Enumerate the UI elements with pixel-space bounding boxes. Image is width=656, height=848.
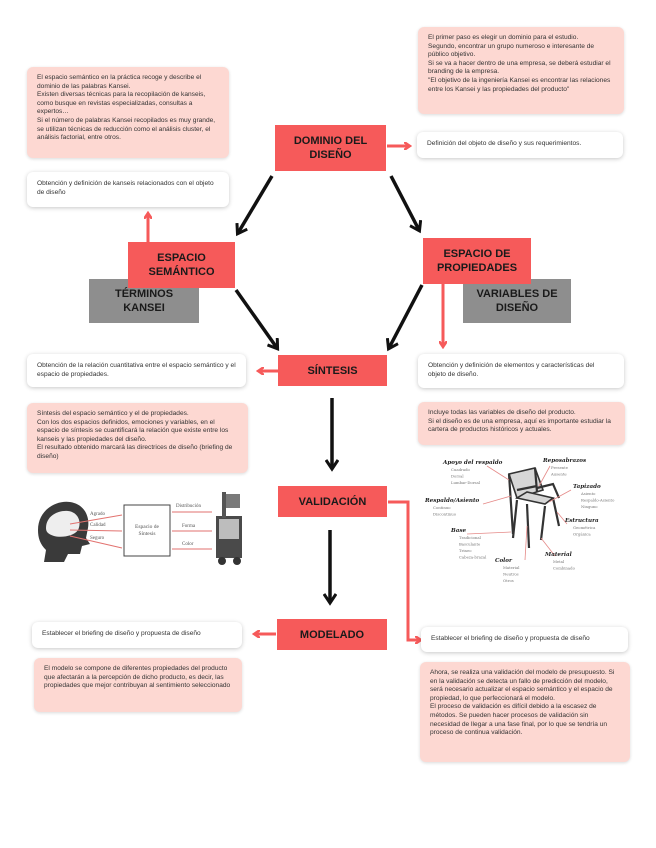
input-label-agrado: Agrado	[90, 512, 105, 517]
synthesis-figure: Espacio de Síntesis Agrado Calidad Segur…	[30, 488, 252, 568]
synthesis-space-label: Espacio de	[135, 524, 160, 530]
synthesis-space-label-2: Síntesis	[138, 531, 155, 537]
chair-label-item: Geométrica	[573, 525, 596, 530]
note-modelado-detail: El modelo se compone de diferentes propi…	[34, 658, 242, 712]
synthesis-space-box	[123, 504, 171, 557]
chair-label-item: Respaldo-Asiento	[581, 498, 615, 503]
chair-label-title: Material	[544, 552, 572, 558]
chair-label-item: Trineo	[459, 548, 472, 553]
chair-label-item: Continuo	[433, 505, 451, 510]
input-label-seguro: Seguro	[90, 536, 105, 541]
chair-label-item: Dorsal	[451, 474, 464, 479]
note-dominio-definition: Definición del objeto de diseño y sus re…	[417, 132, 623, 158]
machine-icon	[216, 492, 242, 565]
chair-label-item: Asiento	[580, 491, 596, 496]
note-kansei-definition: Obtención y definición de kanseis relaci…	[27, 172, 229, 207]
output-label-forma: Forma	[182, 524, 196, 529]
arrow-dominio-to-propiedades	[389, 175, 419, 230]
note-variables-detail: Incluye todas las variables de diseño de…	[418, 402, 625, 445]
note-validacion-briefing: Establecer el briefing de diseño y propu…	[421, 627, 628, 652]
chair-label-item: Lumbar-Dorsal	[451, 480, 481, 485]
node-modelado[interactable]: MODELADO	[277, 619, 387, 650]
red-validacion-right	[388, 500, 420, 640]
output-label-distribucion: Distribución	[176, 504, 201, 509]
chair-label-item: Otros	[503, 578, 514, 583]
chair-label-title: Base	[450, 528, 467, 534]
note-sintesis-detail: Síntesis del espacio semántico y el de p…	[27, 403, 248, 473]
note-semantico-detail: El espacio semántico en la práctica reco…	[27, 67, 229, 158]
note-validacion-detail: Ahora, se realiza una validación del mod…	[420, 662, 630, 762]
chair-label-title: Estructura	[564, 518, 599, 524]
chair-label-item: Metal	[553, 559, 565, 564]
note-modelado-briefing: Establecer el briefing de diseño y propu…	[32, 622, 242, 648]
note-propiedades-definition: Obtención y definición de elementos y ca…	[418, 354, 624, 388]
output-label-color: Color	[182, 542, 194, 547]
chair-label-item: Presente	[551, 465, 569, 470]
chair-label-title: Reposabrazos	[542, 458, 587, 464]
chair-label-item: Material	[503, 565, 520, 570]
chair-icon	[507, 467, 561, 549]
chair-label-title: Tapizado	[573, 484, 601, 490]
chair-label-item: Cuadrado	[451, 467, 471, 472]
chair-diagram: Apoyo del respaldoCuadradoDorsalLumbar-D…	[424, 458, 615, 583]
chair-label-group: Apoyo del respaldoCuadradoDorsalLumbar-D…	[442, 460, 503, 485]
node-validacion[interactable]: VALIDACIÓN	[278, 486, 387, 517]
node-variables-diseno: VARIABLES DE DISEÑO	[463, 279, 571, 323]
input-arrow	[69, 535, 123, 549]
input-arrow	[69, 514, 123, 525]
arrow-propiedades-to-sintesis	[389, 284, 424, 348]
arrow-semantico-to-sintesis	[234, 288, 277, 348]
chair-label-item: Combinado	[553, 566, 576, 571]
chair-label-item: Ninguno	[581, 504, 598, 509]
chair-label-title: Color	[495, 558, 513, 564]
node-espacio-propiedades[interactable]: ESPACIO DE PROPIEDADES	[423, 238, 531, 284]
chair-label-item: Basculante	[459, 542, 481, 547]
chair-label-title: Apoyo del respaldo	[442, 460, 503, 466]
chair-leader-lines	[466, 465, 572, 561]
node-sintesis[interactable]: SÍNTESIS	[278, 355, 387, 386]
chair-label-item: Discontinuo	[433, 512, 457, 517]
node-espacio-semantico[interactable]: ESPACIO SEMÁNTICO	[128, 242, 235, 288]
chair-label-item: Ausente	[550, 472, 567, 477]
chair-label-item: Orgánica	[573, 532, 591, 537]
arrow-dominio-to-semantico	[238, 175, 274, 233]
chair-label-item: Tradicional	[459, 535, 482, 540]
input-arrow	[69, 529, 123, 532]
chair-label-item: Cabeza-brazal	[459, 555, 487, 560]
note-sintesis-definition: Obtención de la relación cuantitativa en…	[27, 354, 246, 387]
chair-label-group: BaseTradicionalBasculanteTrineoCabeza-br…	[450, 528, 487, 560]
input-label-calidad: Calidad	[90, 523, 106, 528]
note-dominio-detail: El primer paso es elegir un dominio para…	[418, 27, 624, 114]
chair-label-title: Respaldo/Asiento	[425, 498, 480, 504]
node-dominio-diseno[interactable]: DOMINIO DEL DISEÑO	[275, 125, 386, 171]
chair-label-item: Neutros	[503, 572, 519, 577]
synthesis-diagram: Espacio de Síntesis Agrado Calidad Segur…	[38, 492, 242, 565]
